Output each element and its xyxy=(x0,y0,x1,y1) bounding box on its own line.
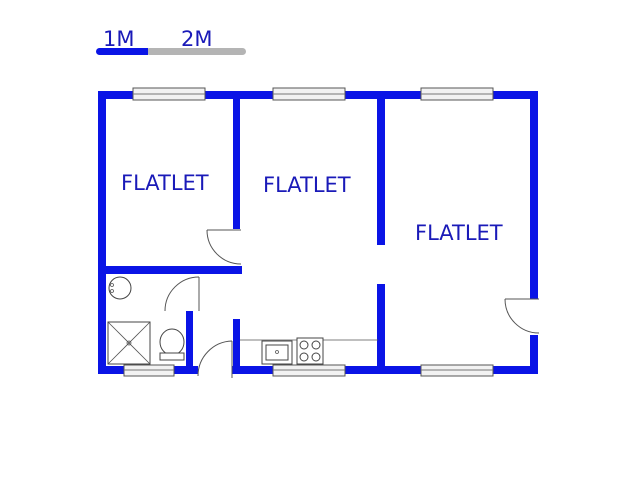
toilet xyxy=(159,328,185,361)
scale-segment-1m-cap xyxy=(120,48,148,55)
wall-bathroom-right xyxy=(233,319,240,374)
room-label-flatlet-1: FLATLET xyxy=(121,171,209,195)
wall-right-upper xyxy=(530,91,538,299)
window-top-1 xyxy=(132,87,206,101)
scale-bar: 1M 2M xyxy=(96,27,246,55)
window-top-2 xyxy=(272,87,346,101)
kitchenette xyxy=(240,337,378,365)
room-label-flatlet-2: FLATLET xyxy=(263,173,351,197)
door-entrance xyxy=(197,340,233,378)
doors xyxy=(164,229,540,378)
windows xyxy=(123,87,494,377)
wall-bathroom-partition xyxy=(186,311,193,374)
wall-bathroom-top xyxy=(98,266,242,274)
shower xyxy=(107,321,151,365)
scale-label-1m: 1M xyxy=(103,27,134,51)
door-flatlet-1 xyxy=(206,229,242,265)
wall-left xyxy=(98,91,106,374)
basin xyxy=(108,276,132,300)
room-labels: FLATLET FLATLET FLATLET xyxy=(121,171,503,245)
sink xyxy=(261,340,293,365)
window-bottom-2 xyxy=(272,364,346,377)
wall-interior-2-upper xyxy=(377,91,385,245)
window-bottom-1 xyxy=(123,364,175,377)
door-bathroom xyxy=(164,276,200,312)
scale-segment-2m xyxy=(146,48,246,55)
room-label-flatlet-3: FLATLET xyxy=(415,221,503,245)
window-bottom-3 xyxy=(420,364,494,377)
wall-interior-1 xyxy=(233,91,240,229)
bathroom-fixtures xyxy=(107,276,185,365)
stove xyxy=(296,337,324,365)
window-top-3 xyxy=(420,87,494,101)
door-flatlet-3 xyxy=(504,298,540,334)
wall-right-lower xyxy=(530,335,538,374)
scale-label-2m: 2M xyxy=(181,27,212,51)
wall-interior-2-lower xyxy=(377,284,385,374)
